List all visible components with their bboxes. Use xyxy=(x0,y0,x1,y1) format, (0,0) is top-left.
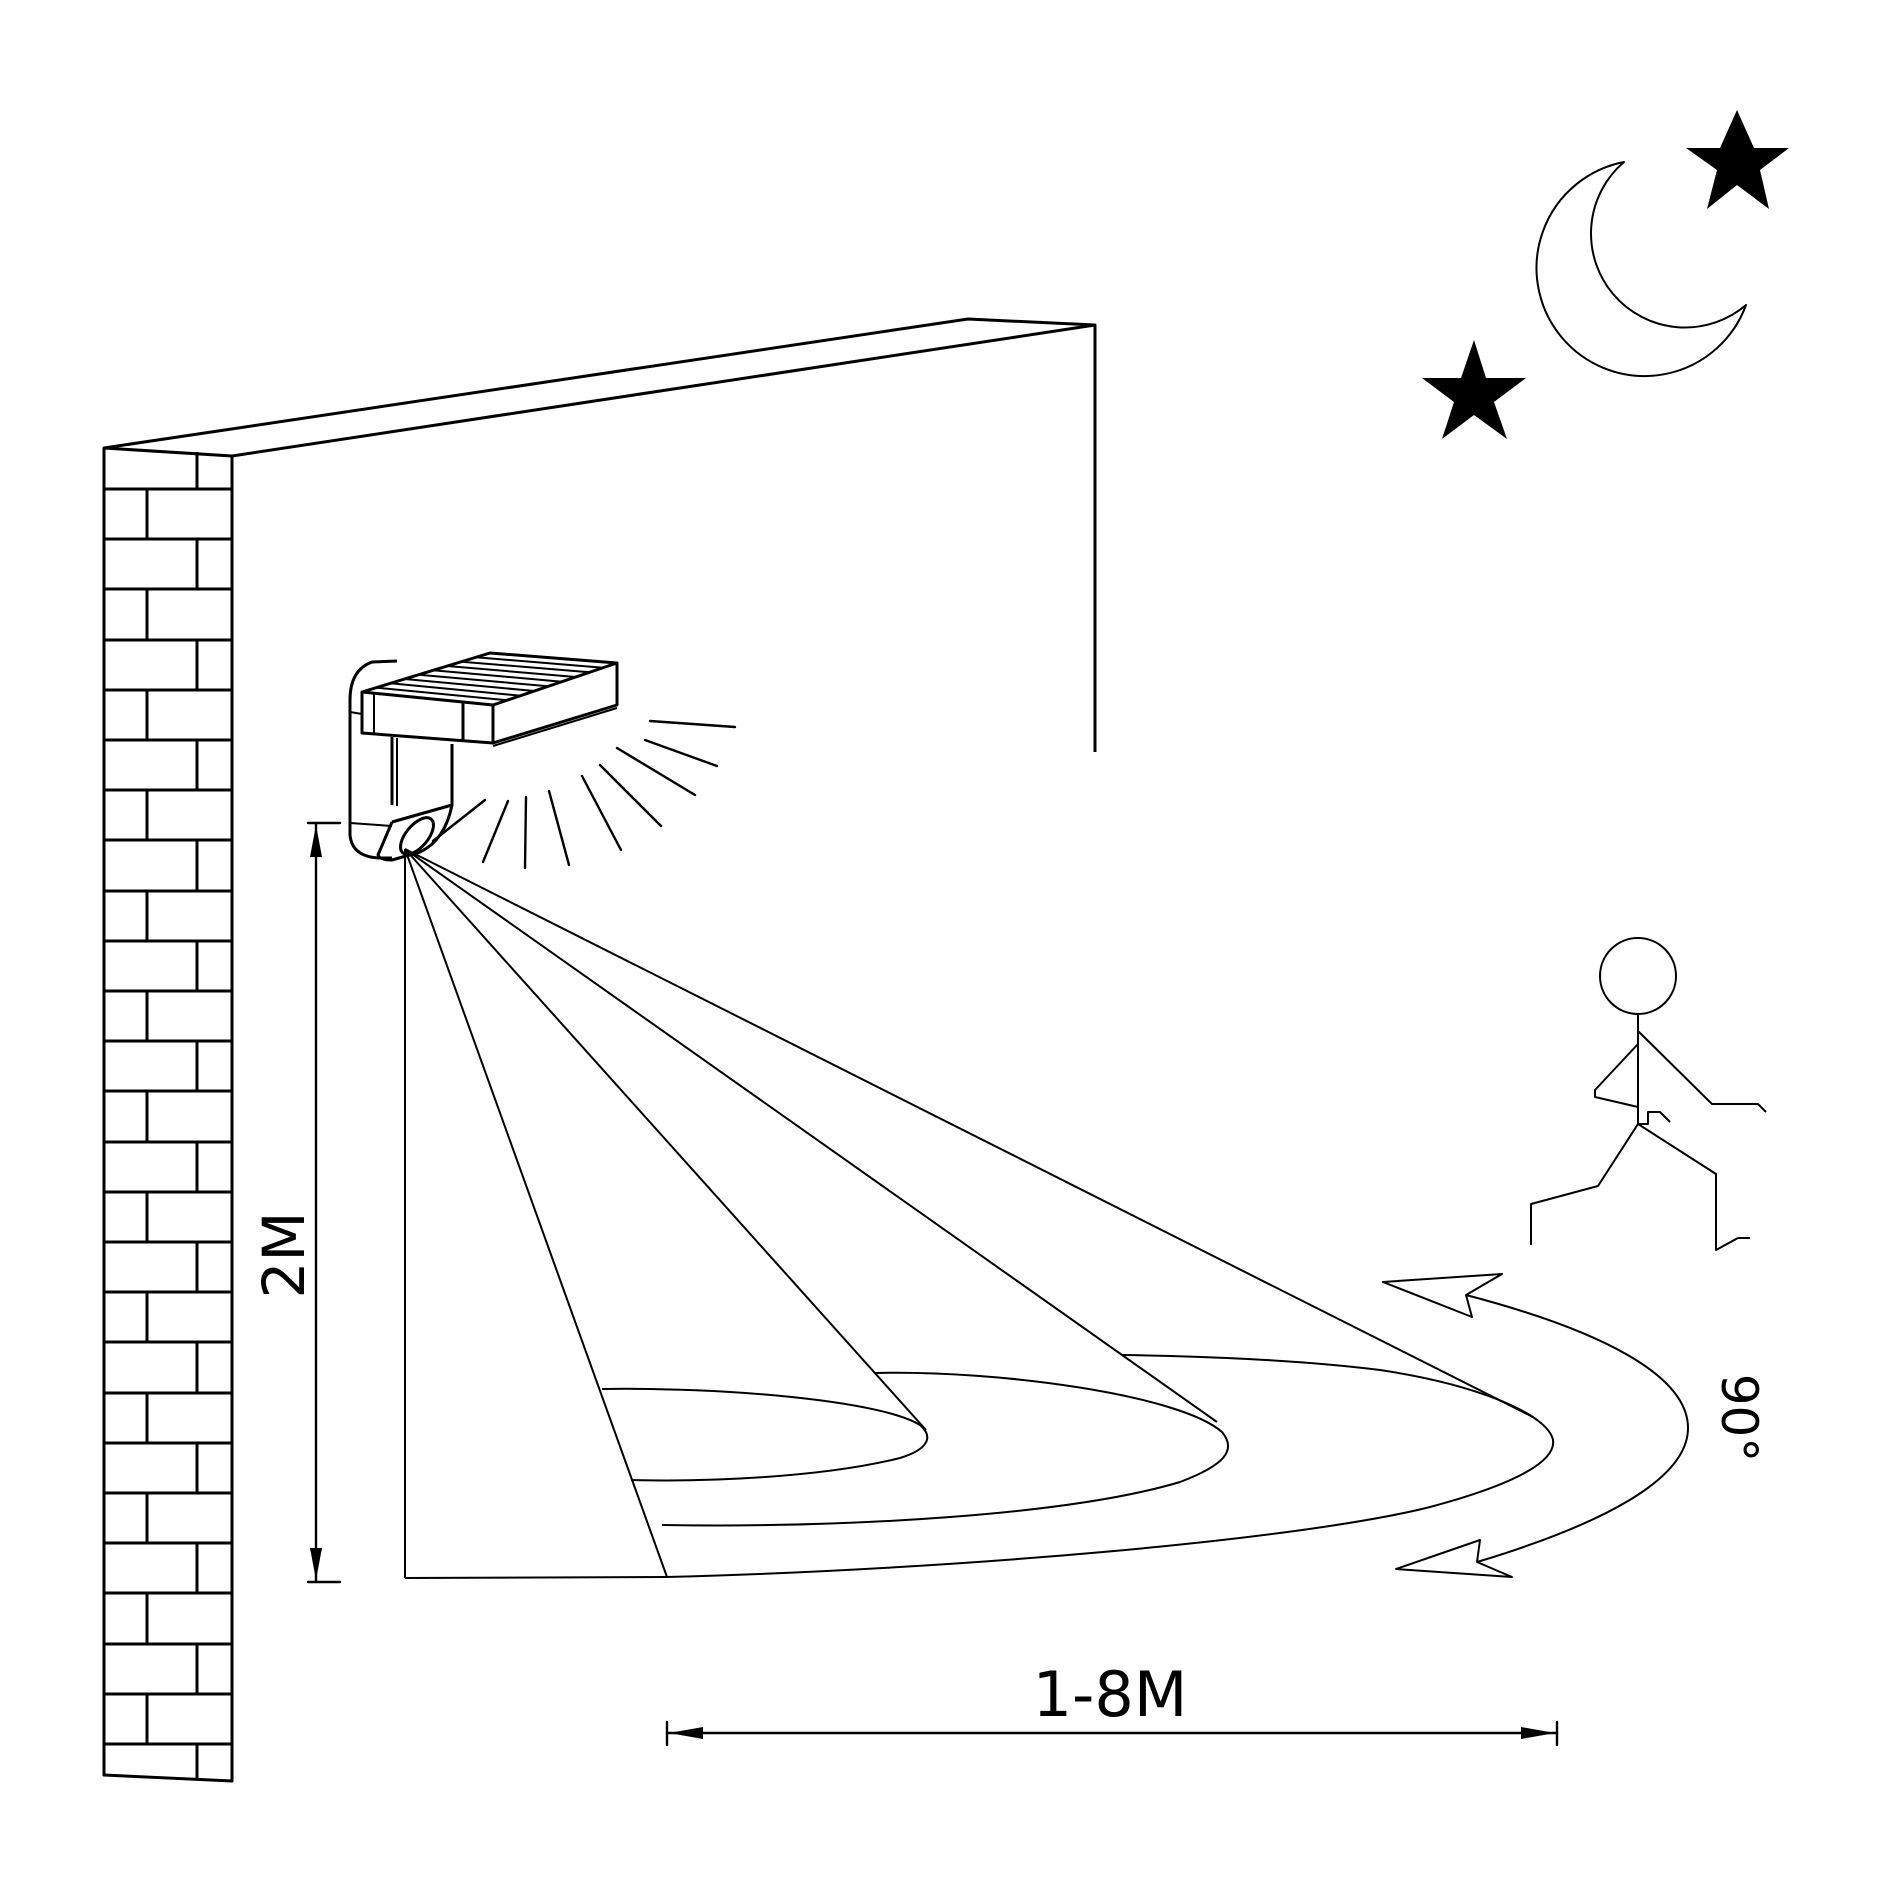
detection-zone xyxy=(404,848,1555,1579)
distance-dimension xyxy=(665,1720,1559,1747)
distance-label: 1-8M xyxy=(1033,1658,1188,1731)
solar-panel xyxy=(360,651,619,747)
angle-label: 90° xyxy=(1710,1374,1768,1463)
star-icon xyxy=(1686,110,1789,209)
light-rays xyxy=(431,719,737,870)
solar-lamp xyxy=(348,651,737,870)
star-icon xyxy=(1422,340,1526,439)
running-person-icon xyxy=(1530,937,1767,1251)
brick-wall xyxy=(102,317,1097,1783)
height-dimension xyxy=(306,821,342,1584)
moon-icon xyxy=(1535,161,1747,377)
angle-arrow xyxy=(1382,1273,1689,1578)
height-label: 2M xyxy=(250,1212,318,1299)
